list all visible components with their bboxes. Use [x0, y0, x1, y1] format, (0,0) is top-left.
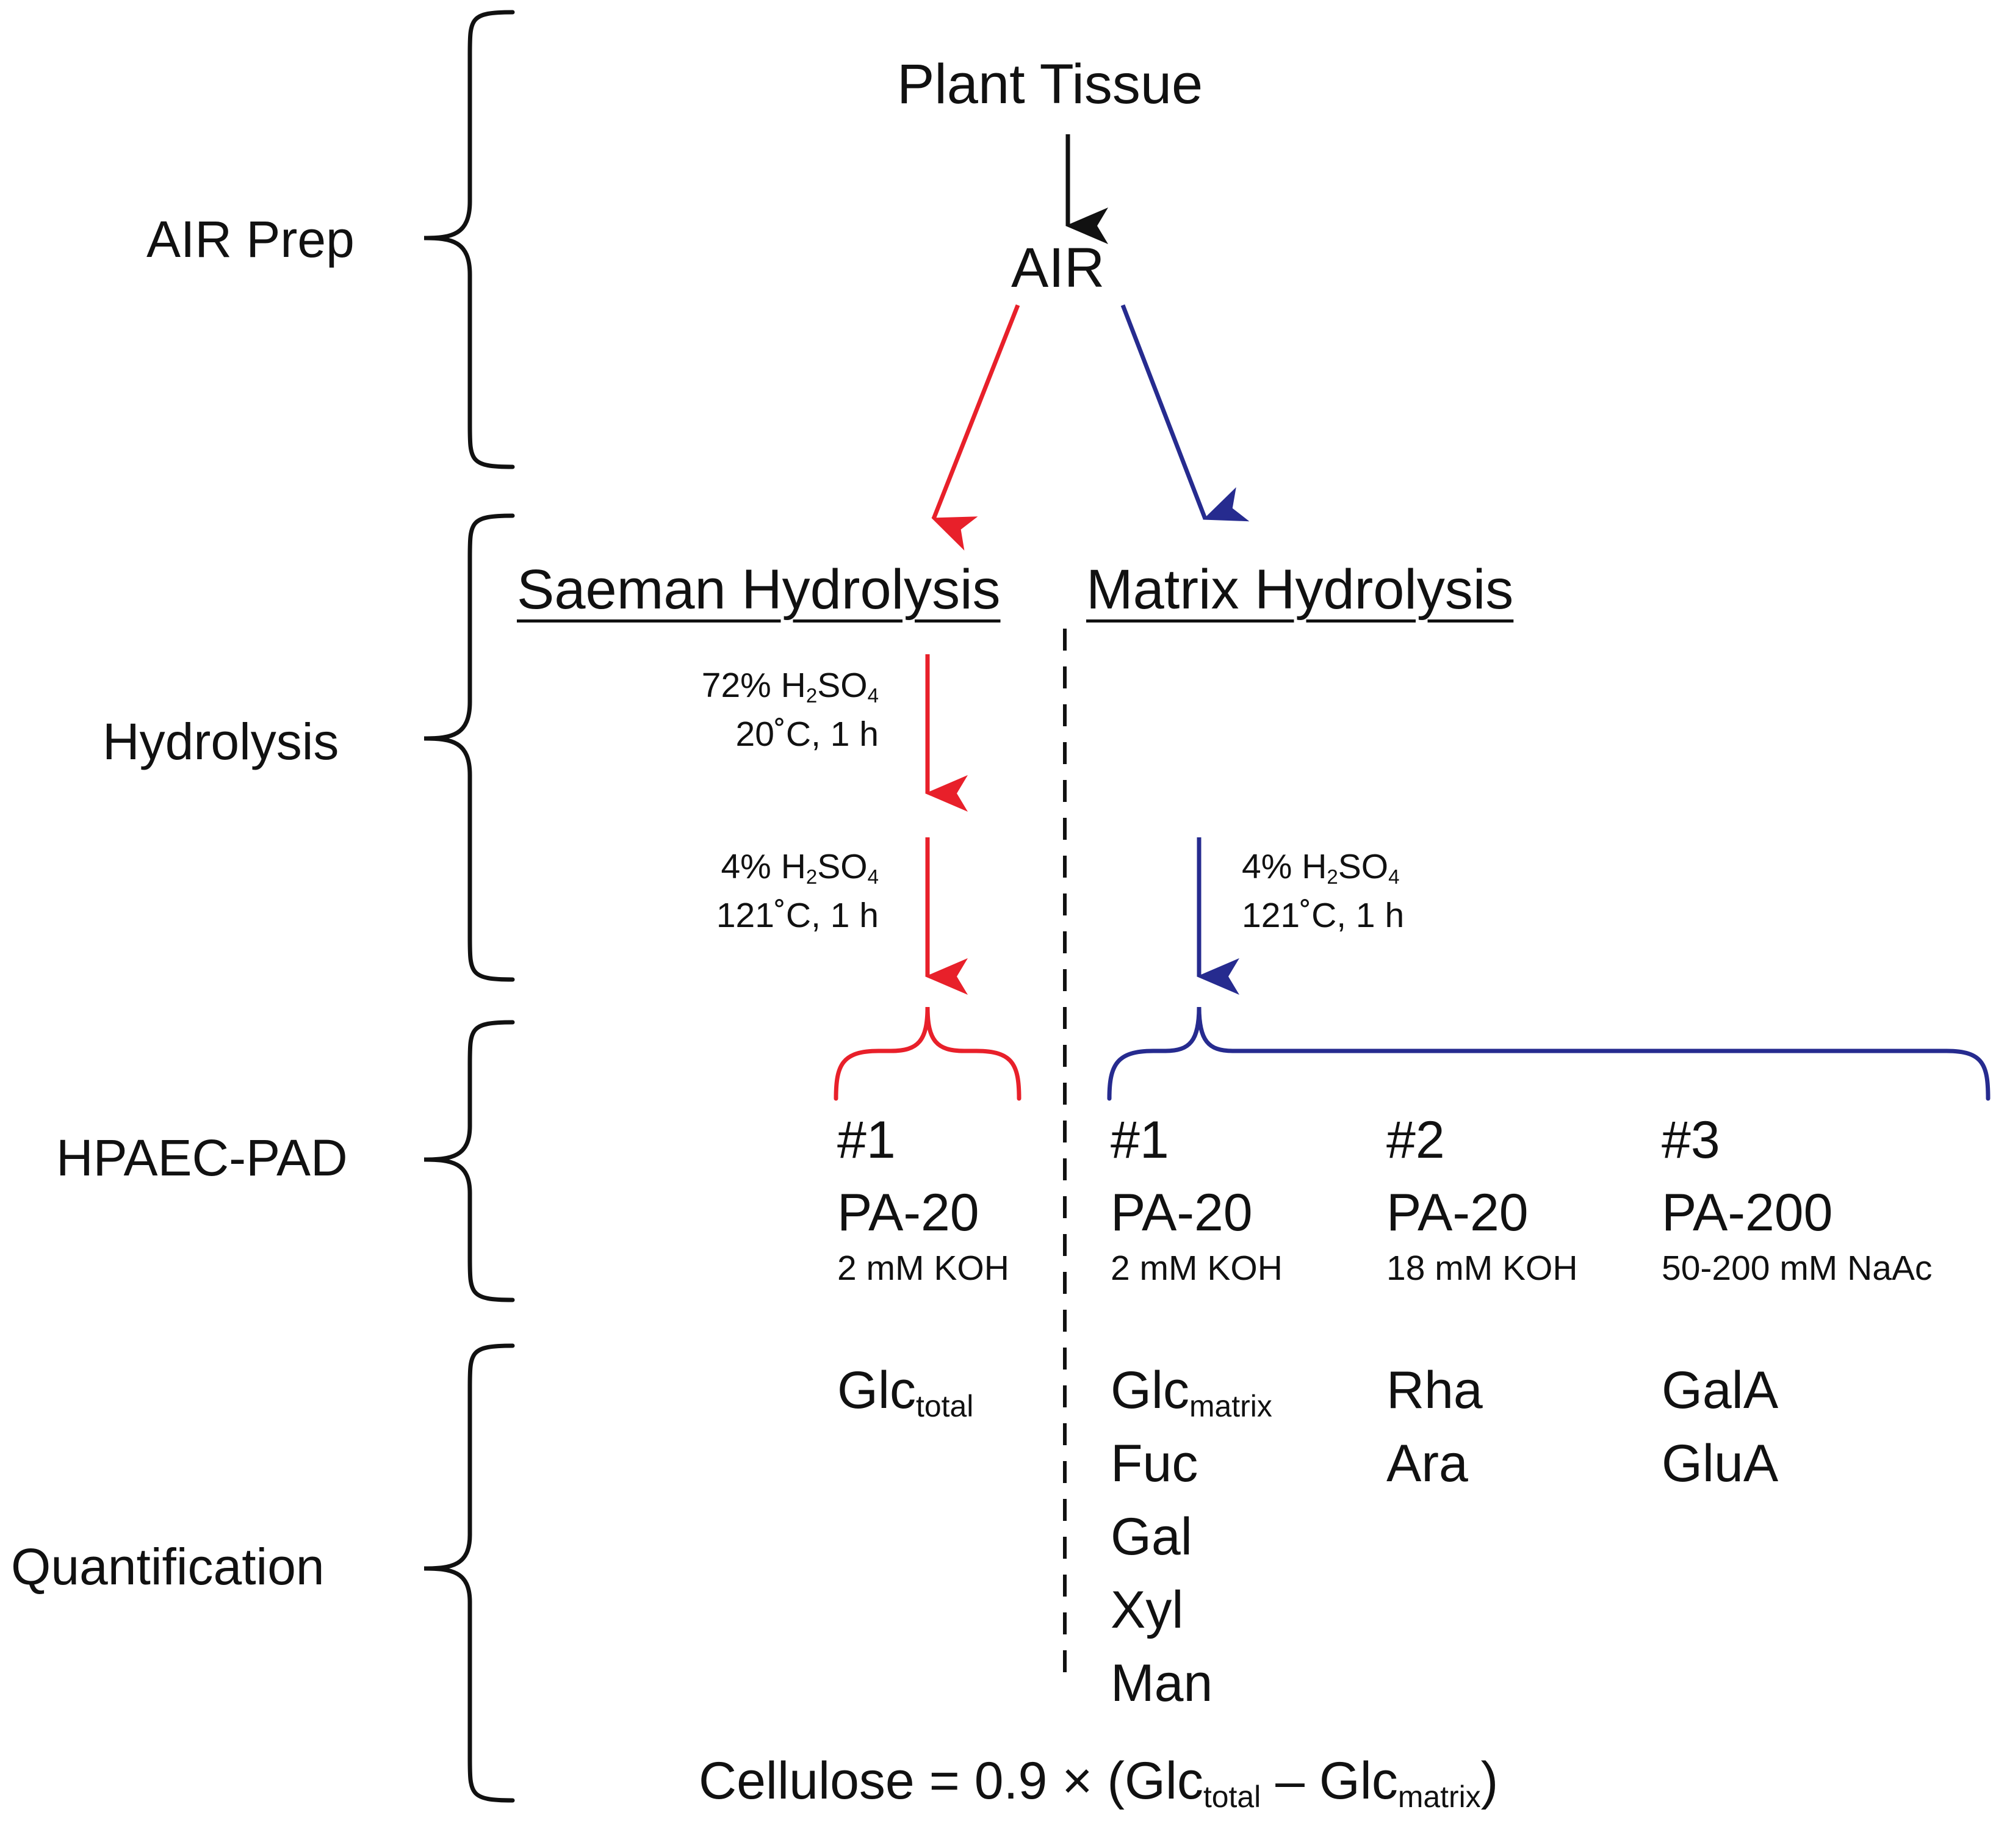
- matrix-col2-eluent: 18 mM KOH: [1386, 1249, 1578, 1288]
- subscript-matrix: matrix: [1397, 1779, 1481, 1814]
- subscript-2: 2: [1327, 866, 1338, 889]
- node-matrix-hydrolysis: Matrix Hydrolysis: [1086, 558, 1514, 621]
- saeman-step1-temp: 20˚C, 1 h: [735, 715, 879, 754]
- stage-label-air-prep: AIR Prep: [146, 211, 355, 268]
- quant-gal: Gal: [1111, 1507, 1192, 1566]
- brace-quantification: [423, 1343, 515, 1803]
- brace-matrix-group: [1107, 1006, 1991, 1101]
- matrix-col3-number: #3: [1662, 1111, 1720, 1169]
- quant-rha: Rha: [1386, 1361, 1483, 1420]
- acid-text: 72% H: [701, 666, 806, 705]
- acid-text: SO: [817, 847, 868, 886]
- matrix-col3-name: PA-200: [1662, 1183, 1833, 1242]
- matrix-col1-eluent: 2 mM KOH: [1111, 1249, 1283, 1288]
- matrix-col2-name: PA-20: [1386, 1183, 1529, 1242]
- formula-text: – Glc: [1261, 1752, 1398, 1810]
- quant-ara: Ara: [1386, 1434, 1468, 1493]
- node-air: AIR: [1011, 237, 1105, 299]
- node-saeman-hydrolysis: Saeman Hydrolysis: [517, 558, 1001, 621]
- formula-text: ): [1480, 1752, 1499, 1810]
- node-plant-tissue: Plant Tissue: [897, 53, 1203, 115]
- arrow-air-to-saeman: [931, 304, 1020, 551]
- quant-man: Man: [1111, 1654, 1213, 1713]
- saeman-step2-temp: 121˚C, 1 h: [716, 896, 879, 935]
- matrix-step-acid: 4% H2SO4: [1242, 847, 1400, 888]
- quant-gala: GalA: [1662, 1361, 1779, 1420]
- acid-text: SO: [817, 666, 868, 705]
- saeman-step2-acid: 4% H2SO4: [610, 847, 879, 888]
- stage-label-hydrolysis: Hydrolysis: [103, 713, 339, 770]
- subscript-4: 4: [867, 866, 879, 889]
- saeman-col-eluent: 2 mM KOH: [837, 1249, 1009, 1288]
- saeman-col-name: PA-20: [837, 1183, 979, 1242]
- subscript-4: 4: [867, 685, 879, 708]
- matrix-col1-number: #1: [1111, 1111, 1169, 1169]
- quant-fuc: Fuc: [1111, 1434, 1198, 1493]
- sugar-label: Glc: [1111, 1361, 1189, 1420]
- matrix-col3-eluent: 50-200 mM NaAc: [1662, 1249, 1933, 1288]
- quant-glc-total: Glctotal: [837, 1361, 973, 1421]
- quant-glc-matrix: Glcmatrix: [1111, 1361, 1272, 1421]
- brace-air-prep: [423, 10, 515, 469]
- brace-saeman-group: [834, 1006, 1021, 1101]
- subscript-2: 2: [805, 685, 818, 708]
- matrix-col2-number: #2: [1386, 1111, 1445, 1169]
- matrix-col1-name: PA-20: [1111, 1183, 1253, 1242]
- subscript-total: total: [1203, 1779, 1261, 1814]
- saeman-col-number: #1: [837, 1111, 896, 1169]
- brace-hpaec: [423, 1020, 515, 1302]
- quant-xyl: Xyl: [1111, 1581, 1184, 1639]
- matrix-step-temp: 121˚C, 1 h: [1242, 896, 1405, 935]
- quant-glua: GluA: [1662, 1434, 1779, 1493]
- sugar-label: Glc: [837, 1361, 916, 1420]
- formula-text: Cellulose = 0.9 × (Glc: [699, 1752, 1203, 1810]
- acid-text: 4% H: [721, 847, 806, 886]
- stage-label-hpaec: HPAEC-PAD: [56, 1129, 348, 1186]
- stage-label-quantification: Quantification: [11, 1538, 325, 1595]
- subscript-matrix: matrix: [1189, 1388, 1272, 1423]
- subscript-4: 4: [1388, 866, 1400, 889]
- acid-text: SO: [1338, 847, 1389, 886]
- brace-hydrolysis: [423, 513, 515, 982]
- saeman-step1-acid: 72% H2SO4: [610, 666, 879, 707]
- acid-text: 4% H: [1242, 847, 1327, 886]
- cellulose-formula: Cellulose = 0.9 × (Glctotal – Glcmatrix): [699, 1752, 1499, 1812]
- arrow-air-to-matrix: [1120, 304, 1250, 522]
- subscript-total: total: [916, 1388, 974, 1423]
- subscript-2: 2: [805, 866, 818, 889]
